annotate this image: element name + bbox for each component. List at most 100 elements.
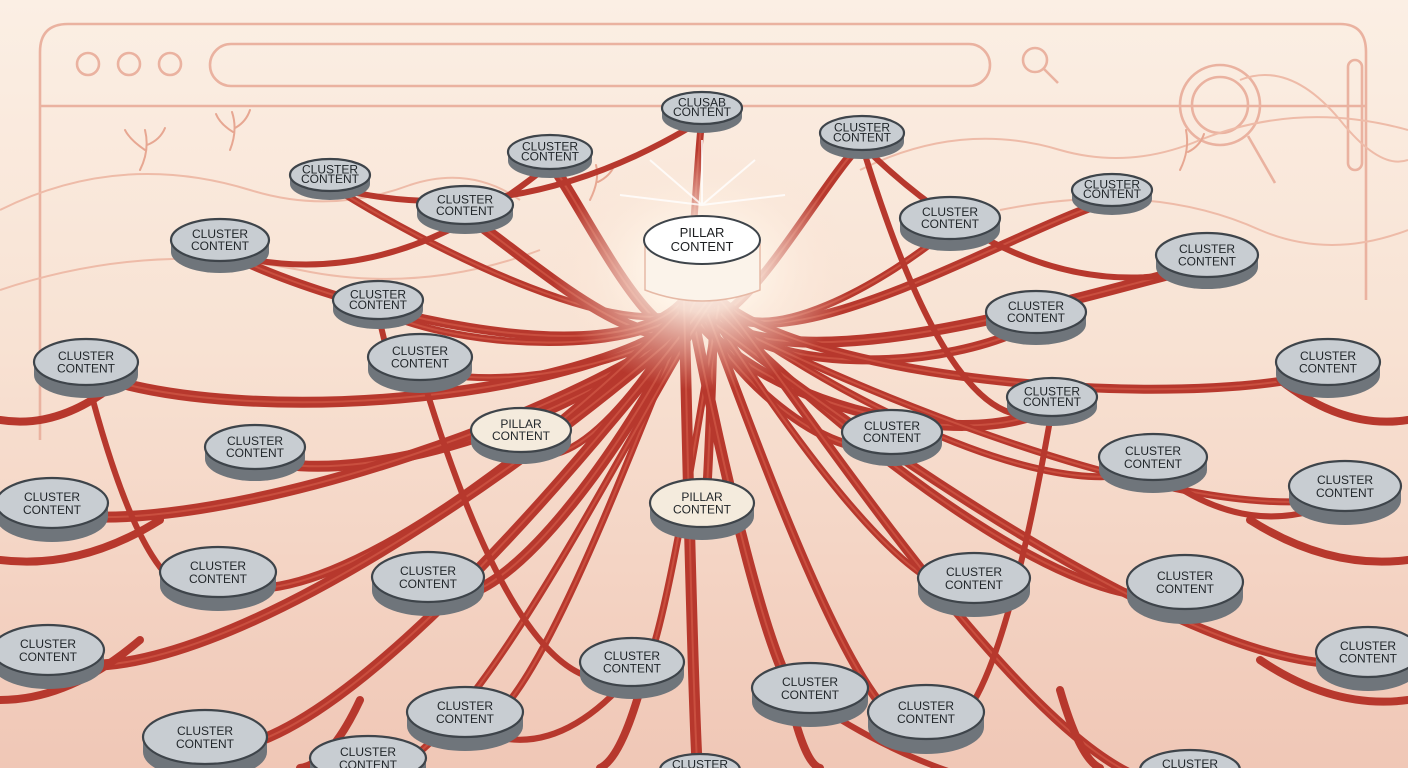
node-label-line1: CLUSTER <box>24 490 80 504</box>
node-label-line1: CLUSTER <box>1157 569 1213 583</box>
node-top <box>1287 459 1403 513</box>
browser-frame <box>38 22 1368 440</box>
root-branch <box>596 686 644 768</box>
browser-window-outline <box>38 22 1368 440</box>
node-top <box>750 661 870 715</box>
node-top <box>1314 625 1408 679</box>
background-landscape <box>0 74 1408 291</box>
central-pillar[interactable]: PILLAR CONTENT <box>552 140 852 390</box>
node-label-line1: CLUSTER <box>672 758 728 768</box>
node-label-line2: CONTENT <box>339 758 398 768</box>
node-label-line2: CONTENT <box>673 503 732 517</box>
node-label-line2: CONTENT <box>1124 457 1183 471</box>
node-label-line2: CONTENT <box>603 662 662 676</box>
root-branch <box>0 516 164 566</box>
node-label-line2: CONTENT <box>23 503 82 517</box>
node-label-line1: CLUSTER <box>350 287 406 301</box>
node-top <box>1125 553 1245 611</box>
node-top <box>203 423 307 471</box>
node-label-line1: CLUSTER <box>302 163 358 177</box>
node-top <box>818 114 906 152</box>
node-top <box>169 217 271 263</box>
node-label-line2: CONTENT <box>176 737 235 751</box>
node-top <box>308 734 428 768</box>
node-top <box>405 685 525 739</box>
node-top <box>840 408 944 456</box>
pillar-label-line2: CONTENT <box>671 239 734 254</box>
node-label-line1: PILLAR <box>500 417 542 431</box>
node-label-line1: CLUSAB <box>678 96 726 110</box>
node-label-line1: CLUSTER <box>898 699 954 713</box>
node-top <box>158 545 278 599</box>
node-top <box>370 550 486 604</box>
node-label-line2: CONTENT <box>301 172 360 186</box>
node-label-line1: CLUSTER <box>400 564 456 578</box>
window-dot-icon <box>116 51 142 77</box>
node-top <box>366 332 474 382</box>
node-top <box>660 90 744 126</box>
node-label-line2: CONTENT <box>673 105 732 119</box>
node-top <box>1097 432 1209 482</box>
node-top <box>648 477 756 529</box>
node-label-line2: CONTENT <box>189 572 248 586</box>
search-icon[interactable] <box>1021 46 1059 84</box>
node-label-line2: CONTENT <box>226 446 285 460</box>
node-label-line1: CLUSTER <box>437 192 493 206</box>
root-branch <box>1256 656 1408 706</box>
window-dot-icon <box>157 51 183 77</box>
node-label-line2: CONTENT <box>1023 395 1082 409</box>
node-label-line2: CONTENT <box>1156 582 1215 596</box>
node-label-line2: CONTENT <box>1316 486 1375 500</box>
node-label-line2: CONTENT <box>57 362 116 376</box>
node-label-line1: CLUSTER <box>1162 757 1218 768</box>
node-label-line2: CONTENT <box>781 688 840 702</box>
node-top <box>32 337 140 387</box>
node-top <box>898 195 1002 241</box>
address-bar[interactable] <box>208 42 992 88</box>
node-top <box>0 623 106 677</box>
node-top <box>331 279 425 321</box>
node-label-line1: CLUSTER <box>227 434 283 448</box>
node-label-line1: CLUSTER <box>392 344 448 358</box>
node-label-line2: CONTENT <box>1007 311 1066 325</box>
node-label-line1: CLUSTER <box>177 724 233 738</box>
node-top <box>141 708 269 766</box>
pillar-label-line1: PILLAR <box>680 225 725 240</box>
